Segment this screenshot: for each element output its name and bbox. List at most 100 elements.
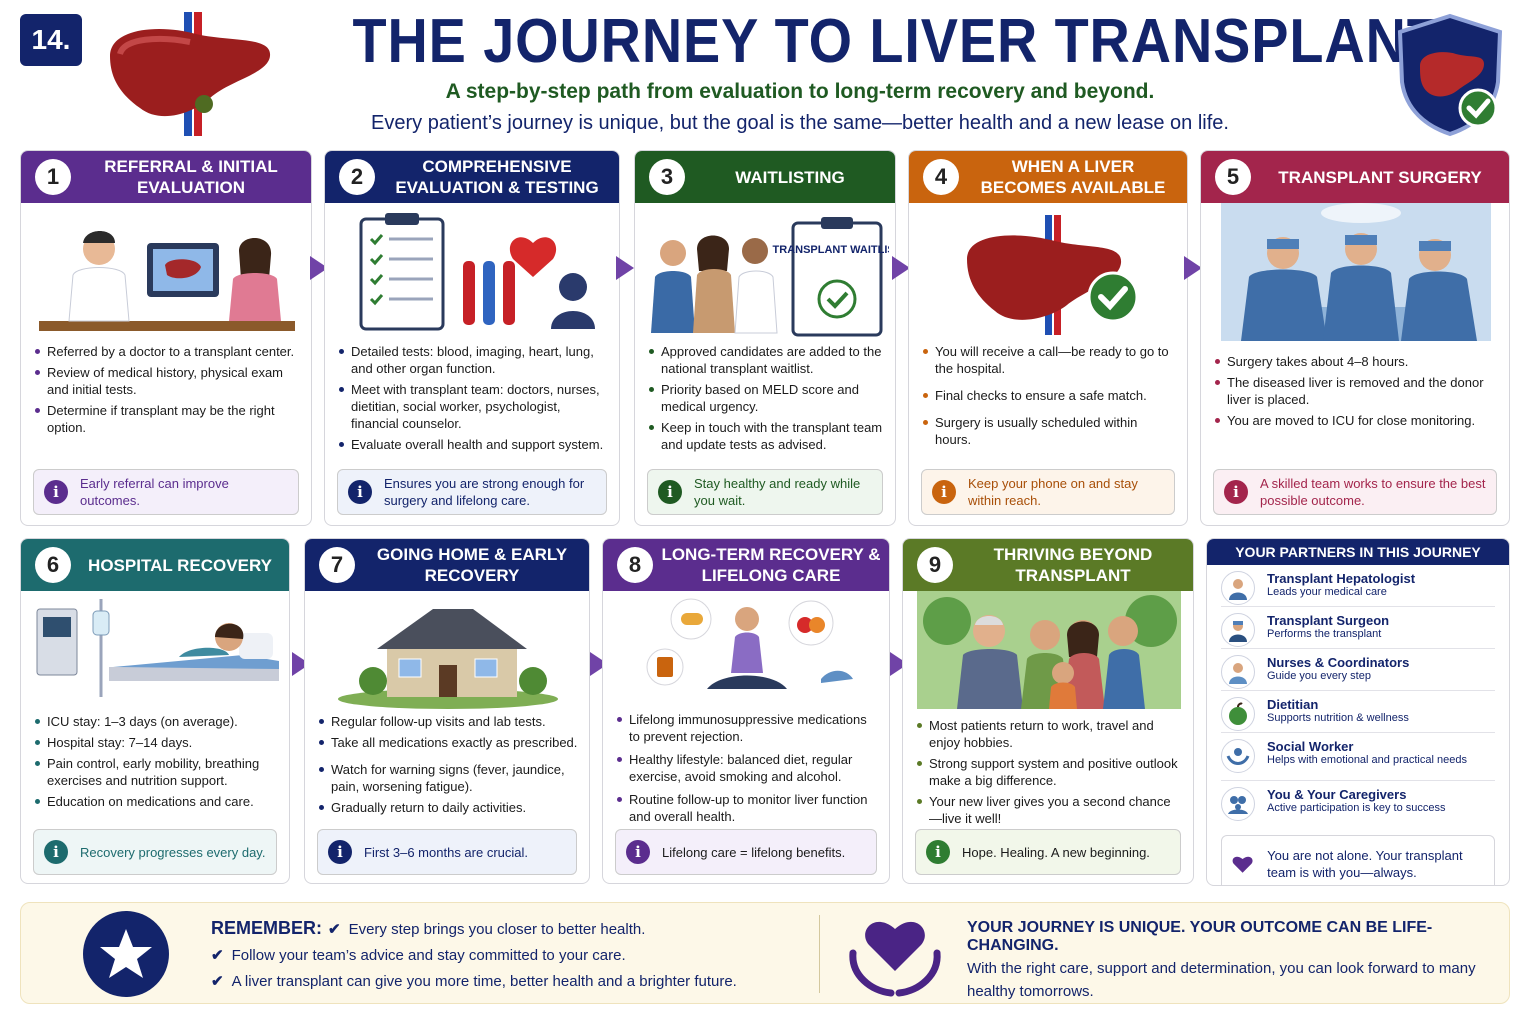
step-bullets: Most patients return to work, travel and… (917, 717, 1183, 831)
bullet: Gradually return to daily activities. (319, 799, 579, 816)
surgery-icon (1221, 203, 1491, 341)
partner-title: Transplant Surgeon (1267, 613, 1390, 628)
bullet: Referred by a doctor to a transplant cen… (35, 343, 301, 360)
partner-description: Supports nutrition & wellness (1267, 712, 1409, 724)
bullet: Education on medications and care. (35, 793, 279, 810)
step-title: THRIVING BEYOND TRANSPLANT (993, 545, 1153, 585)
house-icon (338, 609, 558, 709)
info-icon: i (328, 840, 352, 864)
step-header: 3 WAITLISTING (635, 151, 895, 203)
bullet: Routine follow-up to monitor liver funct… (617, 791, 879, 825)
step-card-1: 1 REFERRAL & INITIAL EVALUATION Referred… (20, 150, 312, 526)
waitlist-board-label: TRANSPLANT WAITLIST (773, 244, 889, 256)
note-text: Ensures you are strong enough for surger… (384, 476, 585, 508)
family-icon (917, 591, 1181, 709)
step-title: WAITLISTING (735, 167, 845, 187)
bullet: Detailed tests: blood, imaging, heart, l… (339, 343, 609, 377)
bullet: Review of medical history, physical exam… (35, 364, 301, 398)
step-card-7: 7 GOING HOME & EARLY RECOVERY Regular fo… (304, 538, 590, 884)
bullet: Keep in touch with the transplant team a… (649, 419, 885, 453)
bullet: Watch for warning signs (fever, jaundice… (319, 761, 579, 795)
apple-icon (1221, 697, 1255, 731)
note-text: Early referral can improve outcomes. (80, 476, 229, 508)
next-step-arrow (310, 256, 328, 280)
remember-list: REMEMBER:✔Every step brings you closer t… (211, 917, 737, 995)
step-header: 7 GOING HOME & EARLY RECOVERY (305, 539, 589, 591)
info-icon: i (44, 480, 68, 504)
step-header: 4 WHEN A LIVER BECOMES AVAILABLE (909, 151, 1187, 203)
journey-text: With the right care, support and determi… (967, 960, 1476, 1000)
partner-description: Performs the transplant (1267, 628, 1382, 640)
next-step-arrow (616, 256, 634, 280)
not-alone-text: You are not alone. Your transplant team … (1267, 848, 1463, 880)
info-icon: i (926, 840, 950, 864)
heart-hands-icon (849, 921, 941, 997)
bullet: Healthy lifestyle: balanced diet, regula… (617, 751, 879, 785)
info-icon: i (44, 840, 68, 864)
next-step-arrow (1184, 256, 1202, 280)
info-icon: i (932, 480, 956, 504)
bullet: Strong support system and positive outlo… (917, 755, 1183, 789)
step-bullets: Detailed tests: blood, imaging, heart, l… (339, 343, 609, 457)
step-note: i Keep your phone on and stay within rea… (921, 469, 1175, 515)
bullet: Determine if transplant may be the right… (35, 402, 301, 436)
step-number: 4 (923, 159, 959, 195)
step-title: HOSPITAL RECOVERY (88, 555, 272, 575)
hepatologist-icon (1221, 571, 1255, 605)
bullet: Lifelong immunosuppressive medications t… (617, 711, 879, 745)
star-icon (83, 911, 169, 997)
note-text: A skilled team works to ensure the best … (1260, 476, 1486, 508)
step-number: 6 (35, 547, 71, 583)
info-icon: i (1224, 480, 1248, 504)
partners-panel: YOUR PARTNERS IN THIS JOURNEY Transplant… (1206, 538, 1510, 886)
bullet: Surgery takes about 4–8 hours. (1215, 353, 1499, 370)
step-card-3: 3 WAITLISTING TRANSPLANT WAITLIST Approv… (634, 150, 896, 526)
bullet: Hospital stay: 7–14 days. (35, 734, 279, 751)
info-icon: i (626, 840, 650, 864)
support-hands-icon (1221, 739, 1255, 773)
step-note: i Ensures you are strong enough for surg… (337, 469, 607, 515)
journey-message: YOUR JOURNEY IS UNIQUE. YOUR OUTCOME CAN… (967, 919, 1497, 1003)
step-number: 9 (917, 547, 953, 583)
step-number: 2 (339, 159, 375, 195)
partner-description: Leads your medical care (1267, 586, 1387, 598)
step-bullets: ICU stay: 1–3 days (on average). Hospita… (35, 713, 279, 814)
partner-description: Active participation is key to success (1267, 802, 1446, 814)
step-note: i First 3–6 months are crucial. (317, 829, 577, 875)
checklist-icon (359, 213, 595, 331)
step-card-8: 8 LONG-TERM RECOVERY & LIFELONG CARE Lif… (602, 538, 890, 884)
note-text: Lifelong care = lifelong benefits. (662, 844, 846, 860)
bullet: Regular follow-up visits and lab tests. (319, 713, 579, 730)
remember-point: Every step brings you closer to better h… (348, 921, 646, 938)
step-card-5: 5 TRANSPLANT SURGERY Surgery takes about… (1200, 150, 1510, 526)
page-subtitle: A step-by-step path from evaluation to l… (445, 80, 1155, 103)
step-card-6: 6 HOSPITAL RECOVERY ICU stay: 1–3 days (… (20, 538, 290, 884)
heart-icon (1232, 856, 1253, 873)
step-note: i Stay healthy and ready while you wait. (647, 469, 883, 515)
partners-title: YOUR PARTNERS IN THIS JOURNEY (1207, 539, 1509, 565)
bullet: Evaluate overall health and support syst… (339, 436, 609, 453)
step-bullets: Surgery takes about 4–8 hours. The disea… (1215, 353, 1499, 433)
step-bullets: Regular follow-up visits and lab tests. … (319, 713, 579, 820)
check-icon: ✔ (211, 947, 224, 964)
bullet: Approved candidates are added to the nat… (649, 343, 885, 377)
step-title: COMPREHENSIVE EVALUATION & TESTING (395, 157, 599, 197)
partner-title: Social Worker (1267, 739, 1354, 754)
step-number: 3 (649, 159, 685, 195)
not-alone-box: You are not alone. Your transplant team … (1221, 835, 1495, 885)
step-number: 7 (319, 547, 355, 583)
caregivers-icon (1221, 787, 1255, 821)
footer-divider (819, 915, 820, 993)
partner-title: Nurses & Coordinators (1267, 655, 1410, 670)
doctor-consultation-icon (39, 231, 295, 331)
bullet: Your new liver gives you a second chance… (917, 793, 1183, 827)
note-text: First 3–6 months are crucial. (364, 844, 529, 860)
step-note: i Hope. Healing. A new beginning. (915, 829, 1181, 875)
remember-point: Follow your team’s advice and stay commi… (231, 947, 626, 964)
partner-title: You & Your Caregivers (1267, 787, 1407, 802)
step-bullets: Lifelong immunosuppressive medications t… (617, 711, 879, 829)
bullet: You are moved to ICU for close monitorin… (1215, 412, 1499, 429)
check-icon: ✔ (211, 973, 224, 990)
